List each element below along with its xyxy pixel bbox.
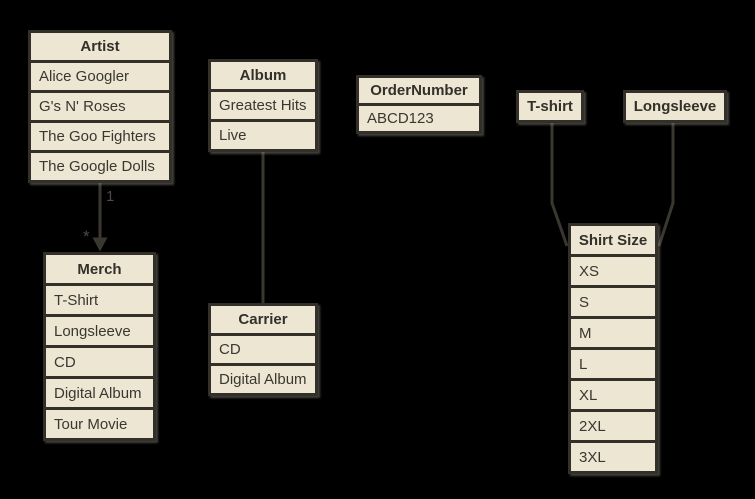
node-longsleeve-header: Longsleeve <box>626 93 724 120</box>
table-row: S <box>571 288 655 316</box>
table-row: The Google Dolls <box>31 153 169 180</box>
arrowhead-icon <box>92 237 108 252</box>
table-album-header: Album <box>211 62 315 89</box>
table-artist[interactable]: Artist Alice Googler G's N' Roses The Go… <box>28 30 172 183</box>
table-row: 3XL <box>571 443 655 471</box>
table-carrier[interactable]: Carrier CD Digital Album <box>208 303 318 396</box>
table-shirt-size[interactable]: Shirt Size XS S M L XL 2XL 3XL <box>568 223 658 474</box>
table-row: XS <box>571 257 655 285</box>
node-longsleeve[interactable]: Longsleeve <box>623 90 727 123</box>
edge-label-many: * <box>83 227 90 246</box>
table-carrier-header: Carrier <box>211 306 315 333</box>
table-row: 2XL <box>571 412 655 440</box>
table-row: XL <box>571 381 655 409</box>
table-shirt-size-header: Shirt Size <box>571 226 655 254</box>
table-row: Live <box>211 122 315 149</box>
table-artist-header: Artist <box>31 33 169 60</box>
table-row: L <box>571 350 655 378</box>
table-row: Digital Album <box>211 366 315 393</box>
table-row: Digital Album <box>46 379 153 407</box>
edge-longsleeve-to-shirt-size <box>657 122 675 247</box>
table-merch[interactable]: Merch T-Shirt Longsleeve CD Digital Albu… <box>43 252 156 441</box>
table-row: CD <box>211 336 315 363</box>
table-row: Longsleeve <box>46 317 153 345</box>
node-tshirt[interactable]: T-shirt <box>516 90 584 123</box>
table-row: Greatest Hits <box>211 92 315 119</box>
table-order-number[interactable]: OrderNumber ABCD123 <box>356 75 482 134</box>
table-row: Tour Movie <box>46 410 153 438</box>
table-row: T-Shirt <box>46 286 153 314</box>
table-row: ABCD123 <box>359 106 479 131</box>
table-row: M <box>571 319 655 347</box>
table-album[interactable]: Album Greatest Hits Live <box>208 59 318 152</box>
table-order-number-header: OrderNumber <box>359 78 479 103</box>
edge-label-one: 1 <box>106 188 115 205</box>
table-row: CD <box>46 348 153 376</box>
table-row: G's N' Roses <box>31 93 169 120</box>
edge-tshirt-to-shirt-size <box>550 122 569 247</box>
table-merch-header: Merch <box>46 255 153 283</box>
node-tshirt-header: T-shirt <box>519 93 581 120</box>
table-row: Alice Googler <box>31 63 169 90</box>
table-row: The Goo Fighters <box>31 123 169 150</box>
